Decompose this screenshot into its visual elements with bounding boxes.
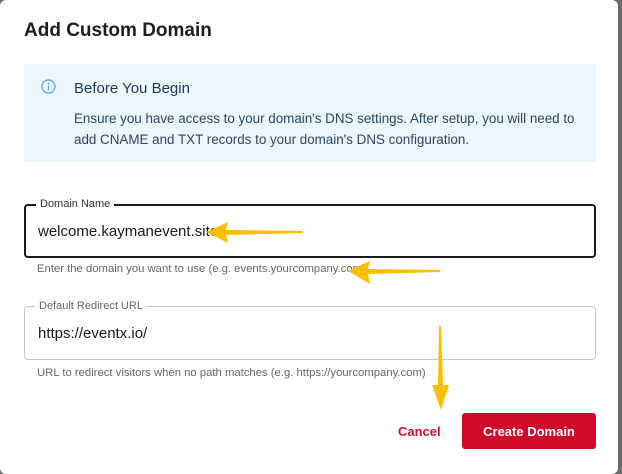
redirect-url-label: Default Redirect URL xyxy=(35,300,147,312)
domain-name-helper: Enter the domain you want to use (e.g. e… xyxy=(37,263,366,275)
create-domain-button[interactable]: Create Domain xyxy=(462,413,596,449)
domain-name-input[interactable]: Domain Name welcome.kaymanevent.site xyxy=(24,198,596,258)
info-title: Before You Begin xyxy=(74,80,190,97)
redirect-url-helper: URL to redirect visitors when no path ma… xyxy=(37,367,426,379)
dialog-title: Add Custom Domain xyxy=(24,20,212,41)
domain-name-value[interactable]: welcome.kaymanevent.site xyxy=(38,223,219,240)
domain-name-label: Domain Name xyxy=(36,198,115,210)
redirect-url-input[interactable]: Default Redirect URL https://eventx.io/ xyxy=(24,300,596,360)
info-body: Ensure you have access to your domain's … xyxy=(74,111,575,147)
info-icon xyxy=(41,79,56,94)
redirect-url-value[interactable]: https://eventx.io/ xyxy=(38,325,148,342)
cancel-button[interactable]: Cancel xyxy=(398,424,441,439)
info-alert: Before You Begin Ensure you have access … xyxy=(24,64,596,162)
